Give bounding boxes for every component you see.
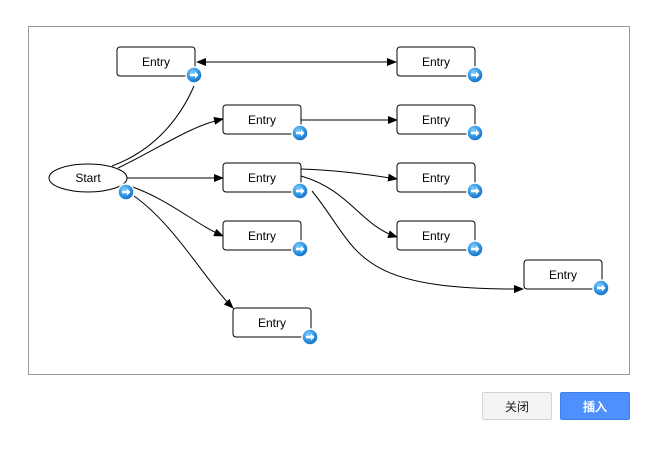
edge-n3-n8[interactable]: [300, 168, 398, 182]
arrow-right-icon[interactable]: [301, 328, 319, 346]
edge-n3-n9[interactable]: [300, 175, 398, 239]
node-n8[interactable]: Entry: [396, 162, 484, 200]
node-n9[interactable]: Entry: [396, 220, 484, 258]
edge-n3-n10[interactable]: [311, 190, 524, 294]
node-n6[interactable]: Entry: [396, 46, 484, 84]
node-n1-label: Entry: [142, 55, 170, 69]
diagram-canvas[interactable]: [28, 26, 630, 375]
node-n7[interactable]: Entry: [396, 104, 484, 142]
arrow-right-icon[interactable]: [291, 240, 309, 258]
node-n2[interactable]: Entry: [222, 104, 309, 142]
node-n6-label: Entry: [422, 55, 450, 69]
arrow-right-icon[interactable]: [466, 124, 484, 142]
close-button[interactable]: 关闭: [482, 392, 552, 420]
node-n2-label: Entry: [248, 113, 276, 127]
arrow-right-icon[interactable]: [117, 183, 135, 201]
node-n10-label: Entry: [549, 268, 577, 282]
node-n8-label: Entry: [422, 171, 450, 185]
edge-start-n2[interactable]: [117, 116, 224, 169]
arrow-right-icon[interactable]: [291, 182, 309, 200]
node-n10[interactable]: Entry: [523, 259, 610, 297]
arrow-right-icon[interactable]: [466, 240, 484, 258]
node-start-label: Start: [75, 171, 101, 185]
arrow-right-icon[interactable]: [466, 66, 484, 84]
arrow-right-icon[interactable]: [466, 182, 484, 200]
node-n9-label: Entry: [422, 229, 450, 243]
edge-start-n5[interactable]: [133, 195, 234, 309]
node-n3[interactable]: Entry: [222, 162, 309, 200]
node-n7-label: Entry: [422, 113, 450, 127]
arrow-right-icon[interactable]: [592, 279, 610, 297]
node-start[interactable]: Start: [48, 163, 135, 201]
edges: [111, 58, 524, 309]
edge-start-n4[interactable]: [129, 185, 224, 237]
arrow-right-icon[interactable]: [291, 124, 309, 142]
node-n5[interactable]: Entry: [232, 307, 319, 346]
node-n4-label: Entry: [248, 229, 276, 243]
node-n1[interactable]: Entry: [116, 46, 203, 84]
edge-start-n1[interactable]: [111, 85, 195, 167]
node-n5-label: Entry: [258, 316, 286, 330]
insert-button[interactable]: 插入: [560, 392, 630, 420]
node-n4[interactable]: Entry: [222, 220, 309, 258]
arrow-right-icon[interactable]: [185, 66, 203, 84]
node-n3-label: Entry: [248, 171, 276, 185]
